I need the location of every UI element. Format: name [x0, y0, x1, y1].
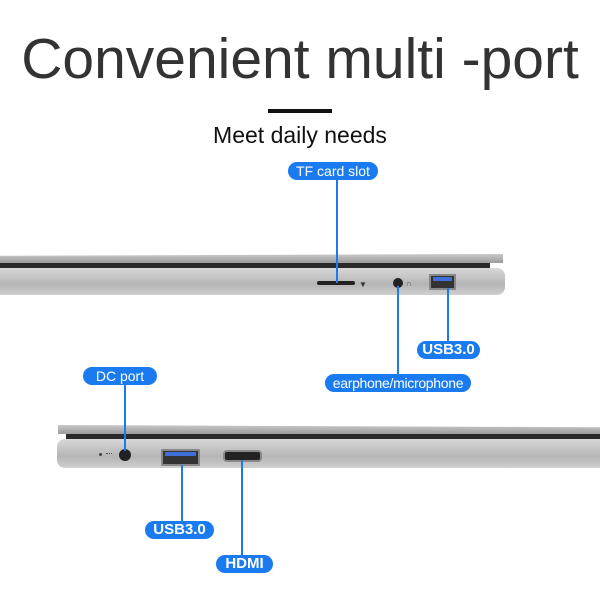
usb-port-left: [161, 449, 200, 466]
dc-icon: [106, 453, 112, 456]
laptop-lid: [0, 254, 503, 263]
hdmi-label: HDMI: [216, 555, 273, 573]
laptop-base: [57, 439, 600, 468]
earphone-label: earphone/microphone: [325, 374, 471, 392]
tf-card-slot: [317, 281, 355, 285]
tf-pointer-line: [336, 180, 338, 283]
subheadline: Meet daily needs: [213, 122, 387, 148]
dc-port-label: DC port: [83, 367, 157, 385]
dc-jack: [119, 449, 131, 461]
sd-icon: ▼: [359, 280, 367, 289]
earphone-pointer-line: [397, 286, 399, 375]
usb-port-right: [429, 274, 456, 290]
usb-left-label: USB3.0: [145, 521, 214, 539]
dc-pointer-line: [124, 384, 126, 451]
hdmi-pointer-line: [241, 460, 243, 556]
usb-left-pointer-line: [181, 465, 183, 521]
headline: Convenient multi -port: [21, 27, 579, 91]
hinge-gap: [0, 263, 490, 268]
tf-card-label: TF card slot: [288, 162, 378, 180]
laptop-lid: [58, 425, 600, 434]
audio-jack: [393, 278, 403, 288]
usb-right-label: USB3.0: [417, 341, 480, 359]
title-underline: [268, 109, 332, 113]
usb-right-pointer-line: [447, 288, 449, 342]
laptop-base: [0, 268, 505, 295]
headphone-icon: ∩: [406, 279, 412, 288]
power-led: [99, 453, 102, 456]
hinge-gap: [66, 434, 600, 439]
